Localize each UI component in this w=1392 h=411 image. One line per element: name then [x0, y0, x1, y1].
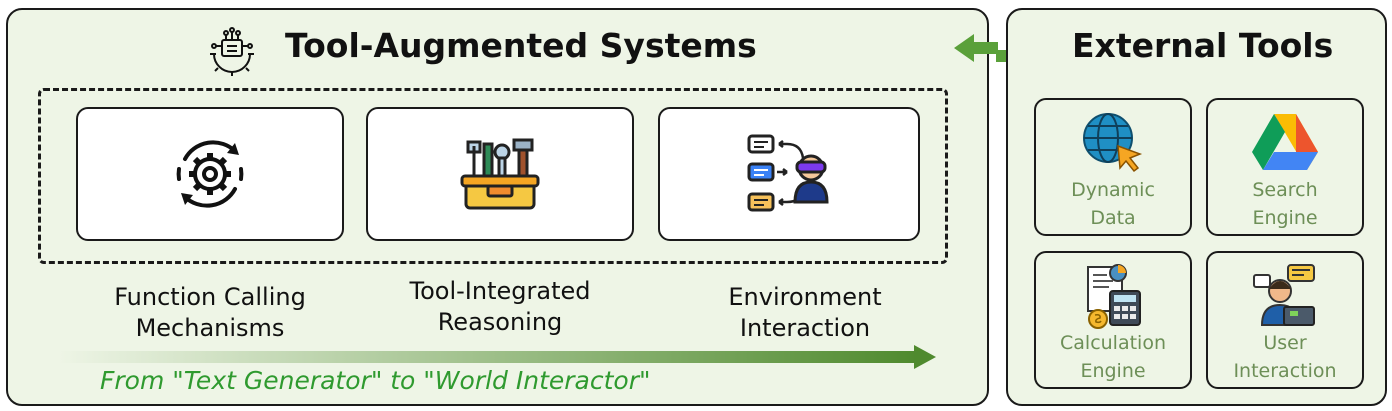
- caption-line: Environment: [728, 283, 882, 311]
- gear-cycle-icon: [176, 140, 244, 208]
- tool-label-line: Engine: [1080, 360, 1146, 382]
- calculation-engine-tool: Calculation Engine: [1034, 251, 1192, 389]
- vr-user-icon: [747, 134, 829, 212]
- left-panel-title: Tool-Augmented Systems: [285, 26, 757, 65]
- search-engine-tool: Search Engine: [1206, 98, 1364, 236]
- tool-label-line: Calculation: [1060, 332, 1166, 354]
- tool-label-line: User: [1263, 332, 1307, 354]
- caption-line: Reasoning: [437, 308, 563, 336]
- caption-line: Function Calling: [114, 283, 306, 311]
- capability-group-border: [38, 88, 948, 264]
- tool-label-line: Search: [1252, 179, 1318, 201]
- tool-integrated-caption: Tool-Integrated Reasoning: [370, 276, 630, 338]
- tool-label: Dynamic Data: [1036, 176, 1190, 232]
- function-calling-card: [76, 107, 344, 241]
- tool-integrated-card: [366, 107, 634, 241]
- user-interaction-tool: User Interaction: [1206, 251, 1364, 389]
- google-drive-icon: [1252, 114, 1318, 170]
- progression-arrow: [58, 345, 936, 369]
- caption-line: Interaction: [739, 314, 871, 342]
- tool-label-line: Engine: [1252, 207, 1318, 229]
- progression-subtitle: From "Text Generator" to "World Interact…: [100, 366, 651, 395]
- right-panel-title: External Tools: [1072, 26, 1334, 65]
- environment-interaction-card: [658, 107, 920, 241]
- toolbox-icon: [460, 138, 540, 210]
- globe-cursor-icon: [1083, 113, 1143, 173]
- tool-label-line: Interaction: [1233, 360, 1337, 382]
- calculator-icon: [1087, 264, 1141, 329]
- tool-label: Search Engine: [1208, 176, 1362, 232]
- ai-chip-gear-icon: [210, 27, 254, 76]
- caption-line: Tool-Integrated: [409, 277, 591, 305]
- tool-label: Calculation Engine: [1036, 329, 1190, 385]
- environment-interaction-caption: Environment Interaction: [675, 282, 935, 344]
- tool-label: User Interaction: [1208, 329, 1362, 385]
- dynamic-data-tool: Dynamic Data: [1034, 98, 1192, 236]
- support-agent-icon: [1253, 264, 1315, 326]
- tool-label-line: Dynamic: [1071, 179, 1155, 201]
- tool-label-line: Data: [1090, 207, 1136, 229]
- caption-line: Mechanisms: [135, 314, 285, 342]
- function-calling-caption: Function Calling Mechanisms: [80, 282, 340, 344]
